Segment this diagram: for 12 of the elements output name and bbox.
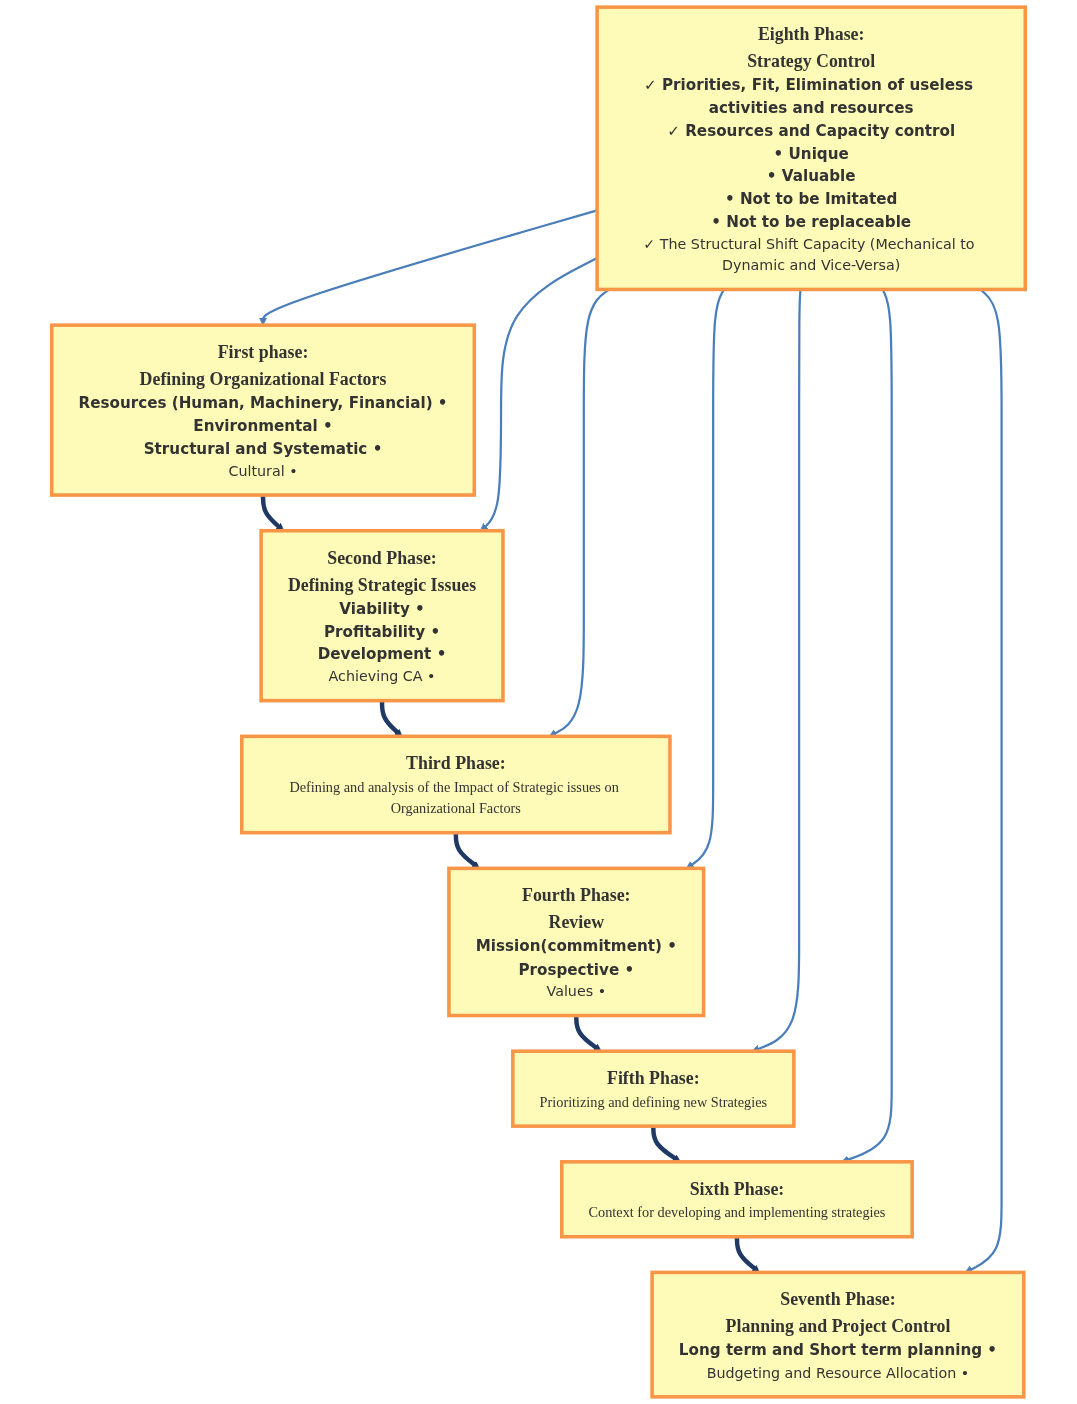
- arrow: [574, 1015, 602, 1052]
- node-box: Fourth Phase: Review Mission(commitment) • Prospective • Values •: [447, 866, 706, 1018]
- node-box: Seventh Phase: Planning and Project Control Long term and Short term planning • Budgeting and Resource Allocation •: [650, 1270, 1026, 1399]
- arrow: [734, 1236, 760, 1273]
- node-box: First phase: Defining Organizational Factors Resources (Human, Machinery, Financial) • Environmental • Structural and Systematic • Cultural •: [49, 323, 477, 497]
- node-box: Third Phase: Defining and analysis of the Impact of Strategic issues on Organizational Factors: [240, 734, 672, 835]
- arrow: [379, 700, 403, 737]
- node-box: Sixth Phase: Context for developing and implementing strategies: [560, 1160, 914, 1239]
- node-box: Fifth Phase: Prioritizing and defining new Strategies: [511, 1049, 796, 1128]
- arrow: [453, 832, 480, 869]
- node-box: Eighth Phase: Strategy Control ✓ Priorities, Fit, Elimination of useless activities and resources ✓ Resources and Capacity control • Unique • Valuable • Not to be Imitated • Not to be replaceable ✓ The Structural Shift Capacity (Mechanical to Dynamic and Vice-Versa): [595, 5, 1028, 292]
- node-box: Second Phase: Defining Strategic Issues Viability • Profitability • Development • Achieving CA •: [259, 528, 505, 703]
